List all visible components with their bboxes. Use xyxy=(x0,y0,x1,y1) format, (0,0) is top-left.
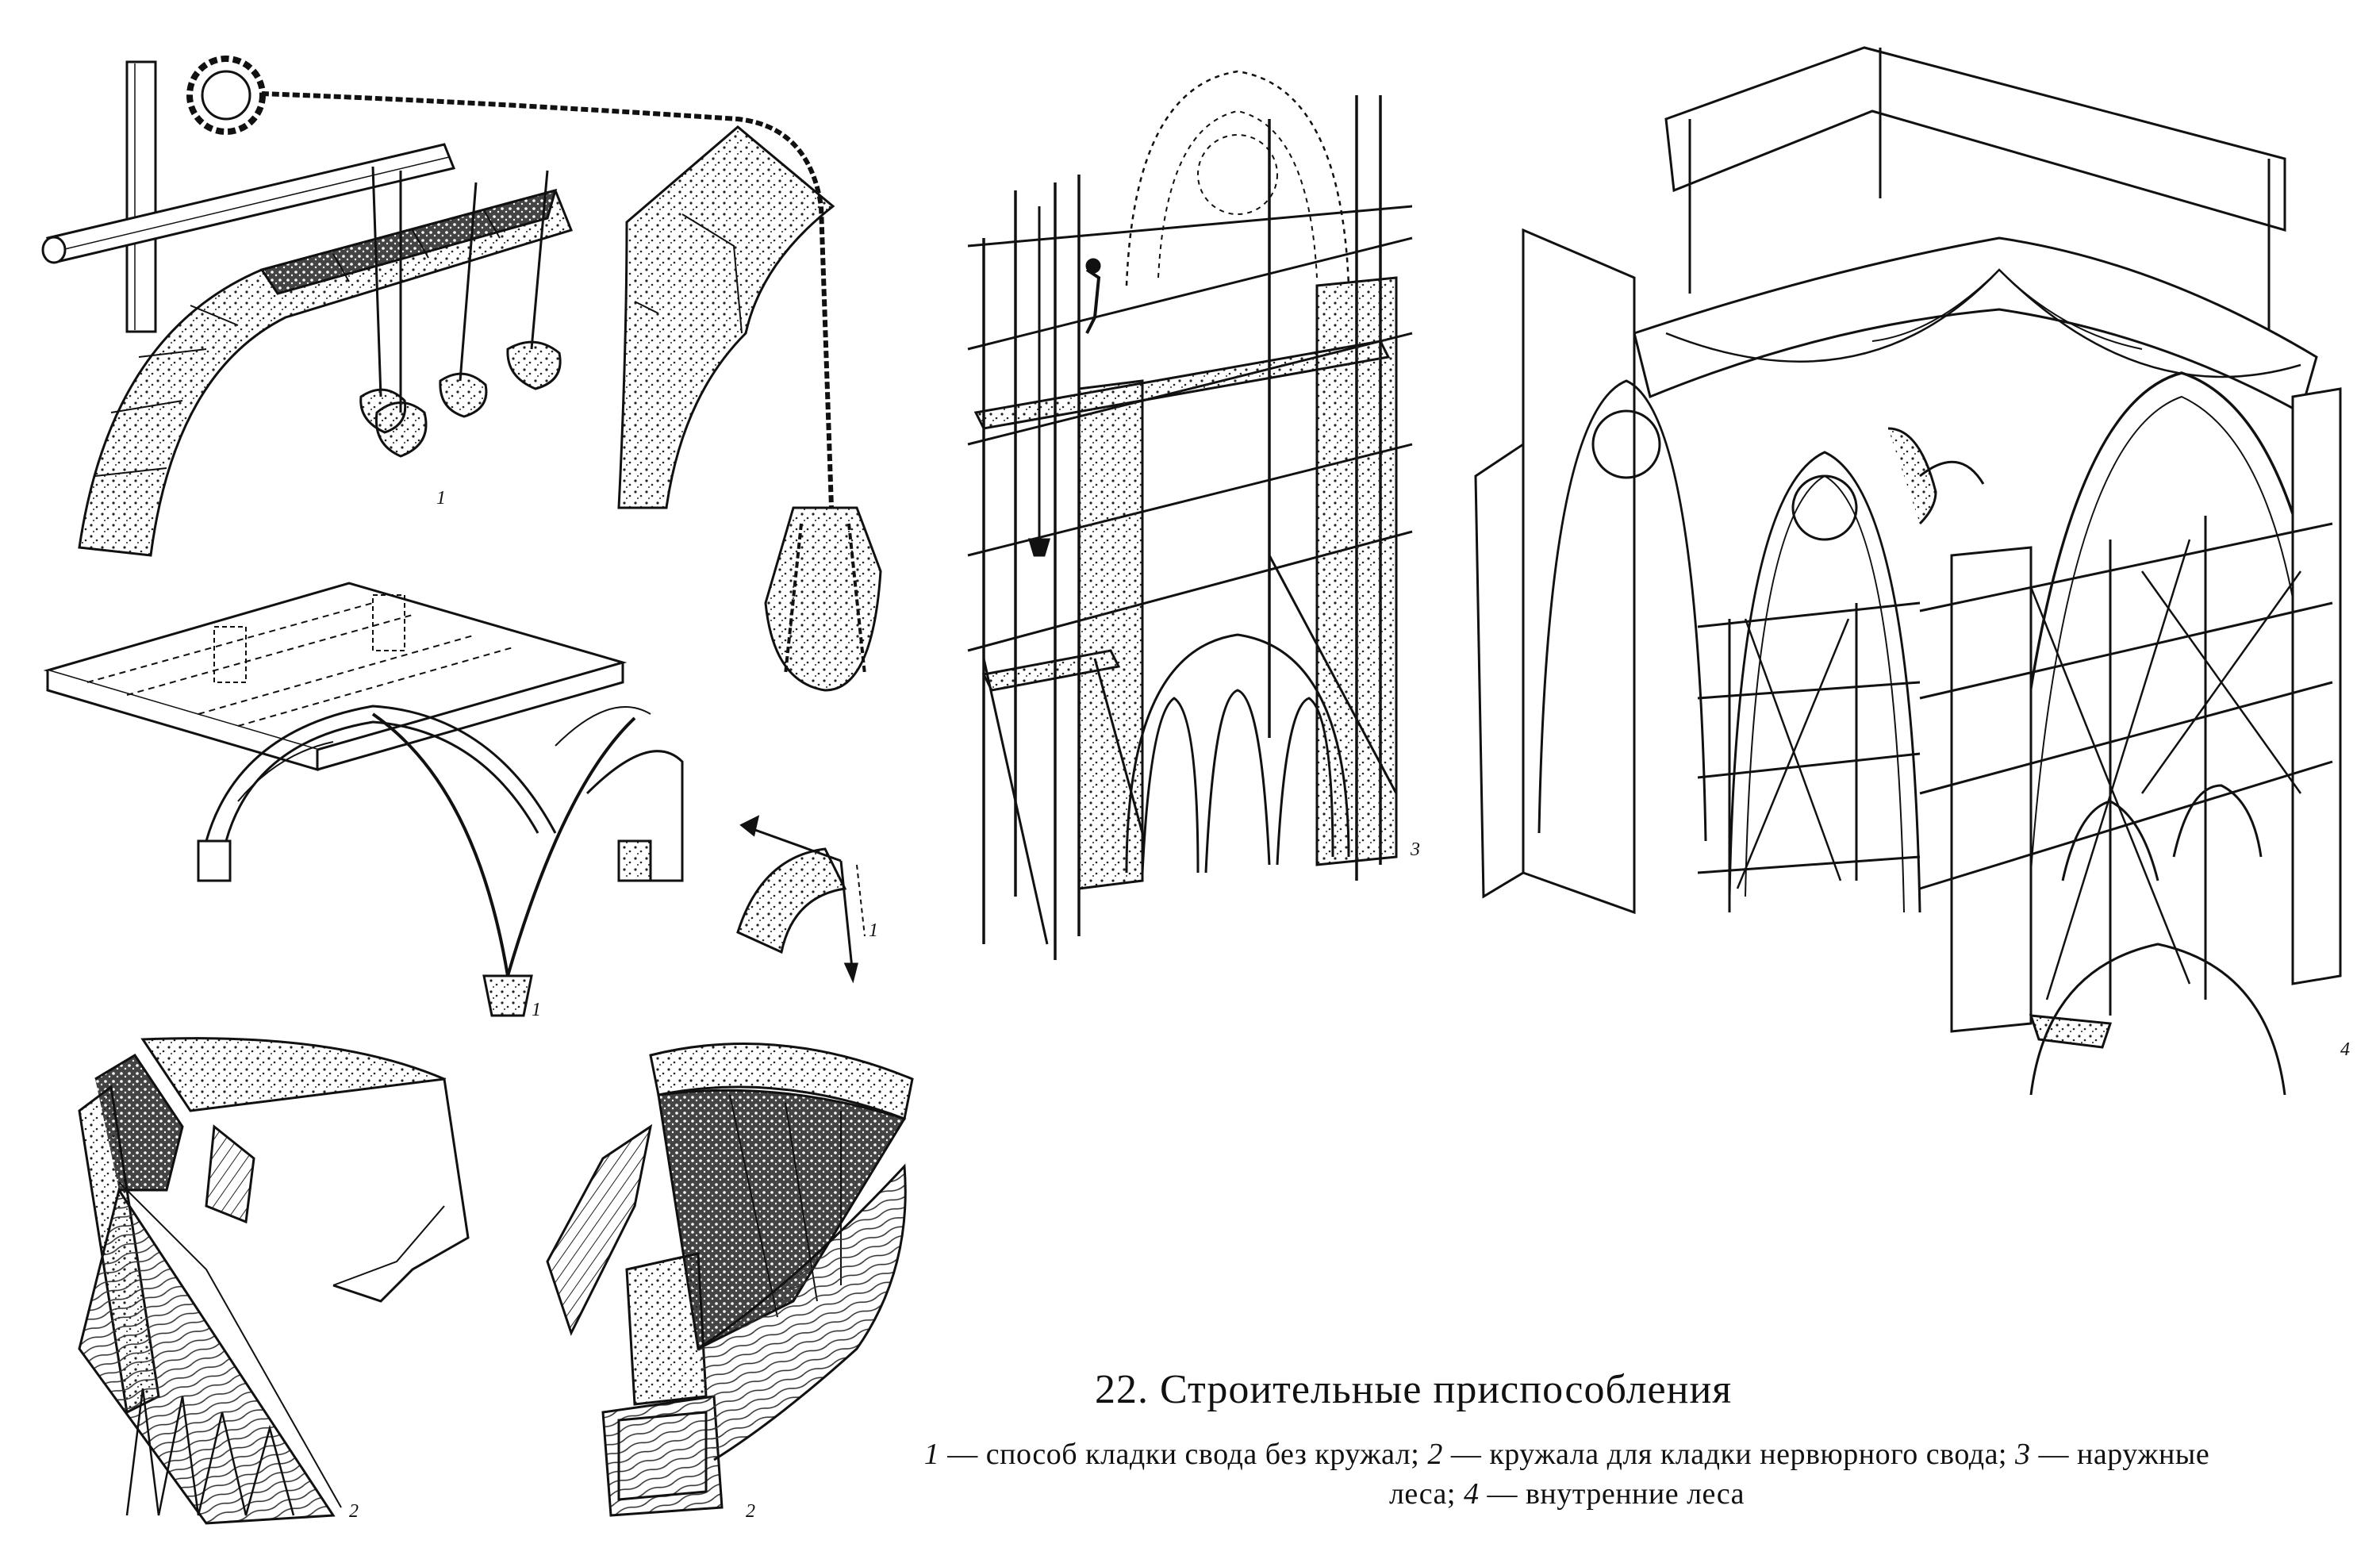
legend-text: способ кладки свода без кружал; xyxy=(985,1438,1420,1471)
panel-label-2b: 2 xyxy=(746,1501,755,1522)
legend-text: кружала для кладки нервюрного свода; xyxy=(1489,1438,2007,1471)
legend-number: 3 xyxy=(2015,1438,2031,1471)
legend-item-1: 1 — способ кладки свода без кружал; xyxy=(923,1438,1420,1471)
legend-number: 1 xyxy=(923,1438,940,1471)
panel-4-internal-scaffolding xyxy=(1474,46,2342,1096)
figure-legend: 1 — способ кладки свода без кружал; 2 — … xyxy=(916,1434,2217,1514)
figure-title: 22. Строительные приспособления xyxy=(1095,1367,1733,1412)
panel-label-1c: 1 xyxy=(869,920,878,941)
legend-text: внутренние леса xyxy=(1525,1477,1745,1511)
panel-2-centering-right xyxy=(546,1042,914,1517)
panel-label-2a: 2 xyxy=(349,1501,359,1522)
panel-label-4: 4 xyxy=(2340,1039,2350,1060)
panel-1-vault-without-centering xyxy=(41,56,882,692)
legend-text: наружные леса; xyxy=(1388,1438,2210,1511)
legend-number: 2 xyxy=(1427,1438,1443,1471)
legend-item-2: 2 — кружала для кладки нервюрного свода; xyxy=(1427,1438,2007,1471)
legend-number: 4 xyxy=(1463,1477,1480,1511)
panel-2-centering-left xyxy=(78,1037,470,1525)
force-diagram xyxy=(736,815,866,984)
panel-3-external-scaffolding xyxy=(967,70,1413,960)
panel-label-1b: 1 xyxy=(532,1000,541,1020)
panel-1-rib-vault-frame xyxy=(43,582,684,1017)
panel-label-1a: 1 xyxy=(436,488,446,509)
legend-item-3: 3 — наружные леса; xyxy=(1388,1438,2210,1511)
panel-label-3: 3 xyxy=(1410,839,1420,860)
legend-item-4: 4 — внутренние леса xyxy=(1463,1477,1745,1511)
